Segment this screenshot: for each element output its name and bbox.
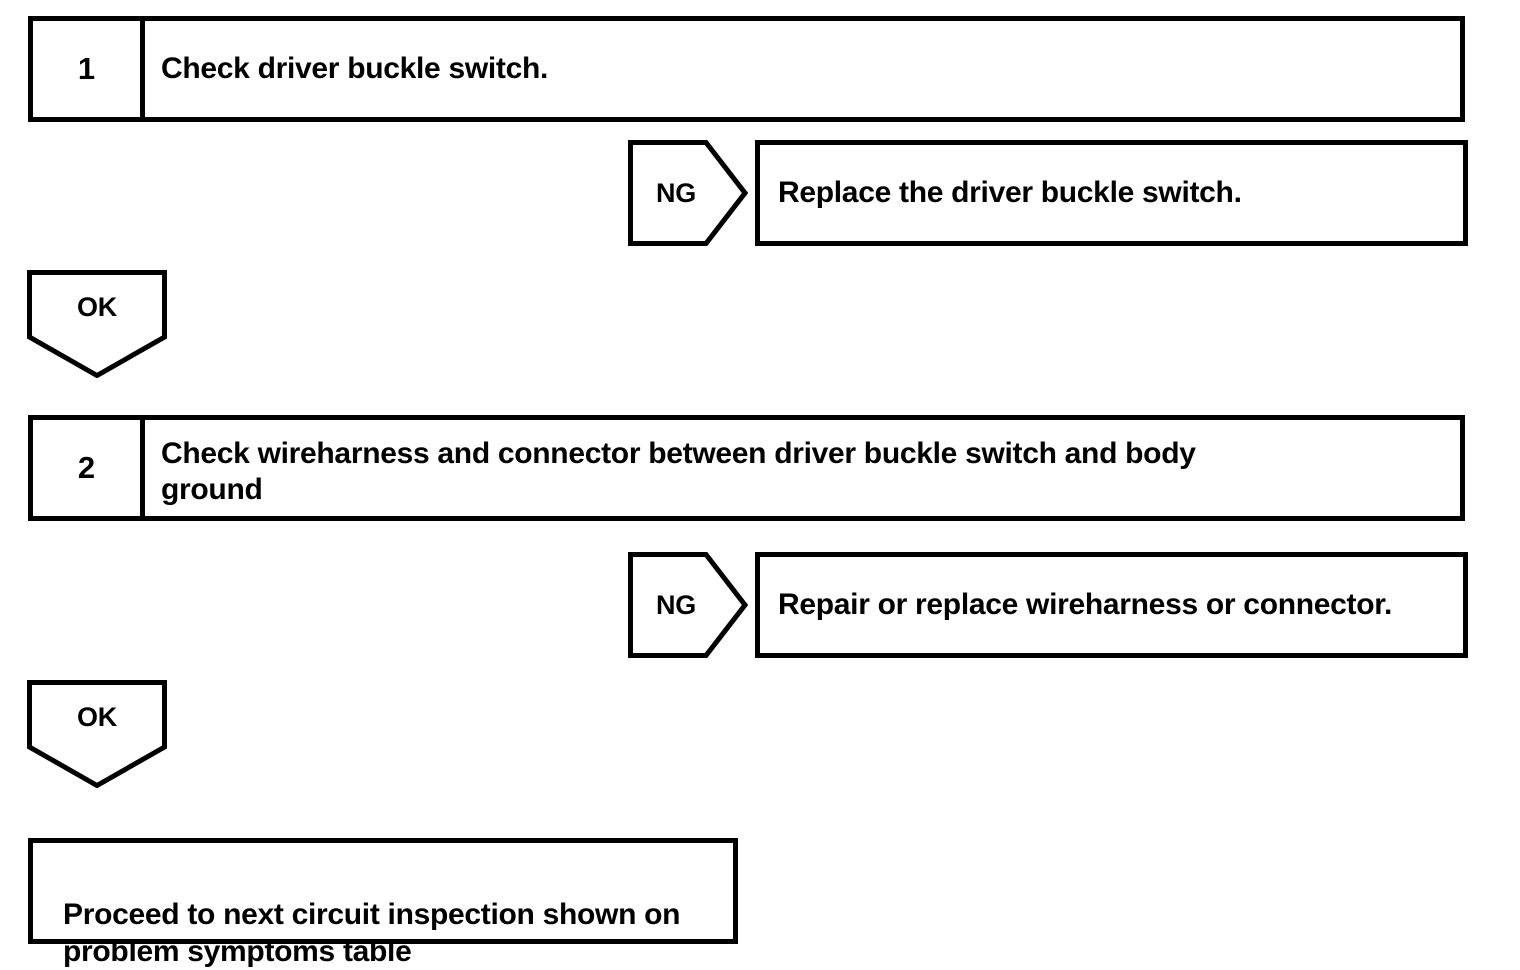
ng-arrow-1: NG — [628, 140, 748, 246]
ok-pentagon-shape-2 — [27, 680, 167, 788]
ok-label-2: OK — [76, 701, 118, 732]
ng-pentagon-shape-2 — [628, 552, 748, 658]
step-number-1: 1 — [33, 21, 145, 117]
ng-action-box-2[interactable]: Repair or replace wireharness or connect… — [755, 552, 1468, 658]
terminal-text: Proceed to next circuit inspection shown… — [63, 898, 681, 968]
ng-action-text-2: Repair or replace wireharness or connect… — [778, 588, 1393, 621]
ok-label-1: OK — [76, 291, 118, 322]
ng-label-2: NG — [655, 589, 697, 620]
step-box-1[interactable]: 1 Check driver buckle switch. — [28, 16, 1465, 122]
ng-action-text-1: Replace the driver buckle switch. — [778, 176, 1242, 209]
ok-pentagon-shape-1 — [27, 270, 167, 378]
ng-label-1: NG — [655, 177, 697, 208]
step-text-1: Check driver buckle switch. — [161, 52, 549, 85]
terminal-box[interactable]: Proceed to next circuit inspection shown… — [28, 838, 738, 968]
step-text-2: Check wireharness and connector between … — [161, 437, 1196, 506]
ok-arrow-2: OK — [27, 680, 167, 788]
ng-pentagon-shape-1 — [628, 140, 748, 246]
step-box-2[interactable]: 2 Check wireharness and connector betwee… — [28, 415, 1465, 521]
ok-arrow-1: OK — [27, 270, 167, 378]
ng-arrow-2: NG — [628, 552, 748, 658]
ng-action-box-1[interactable]: Replace the driver buckle switch. — [755, 140, 1468, 246]
step-number-2: 2 — [33, 420, 145, 516]
